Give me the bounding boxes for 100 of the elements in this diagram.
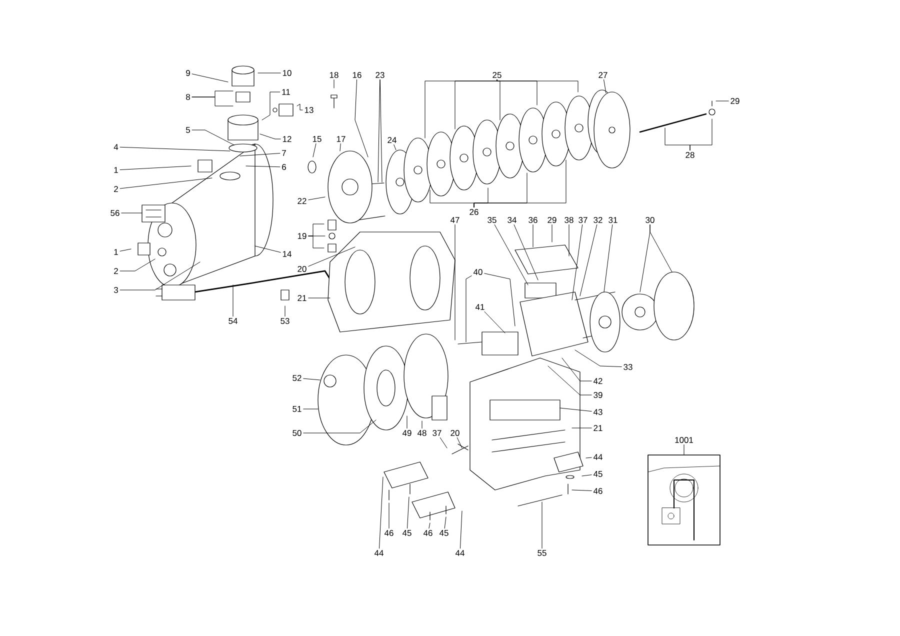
- callout-number: 50: [292, 430, 302, 436]
- leader-line: [690, 118, 712, 151]
- leader-line: [240, 153, 280, 156]
- leader-line: [474, 160, 566, 208]
- leader-line: [604, 79, 606, 94]
- callout-number: 54: [228, 318, 238, 324]
- callout-number: 5: [186, 127, 190, 133]
- leader-line: [466, 275, 472, 342]
- leader-line: [303, 408, 318, 410]
- callout-number: 43: [593, 409, 602, 415]
- callout-number: 45: [439, 530, 448, 536]
- callout-number: 52: [292, 375, 302, 381]
- callout-number: 47: [450, 217, 460, 223]
- callout-number: 38: [564, 217, 574, 223]
- leader-line: [440, 437, 448, 448]
- callout-number: 2: [114, 186, 118, 192]
- callout-number: 53: [280, 318, 290, 324]
- leader-line: [716, 100, 729, 102]
- leader-line: [254, 246, 281, 253]
- leader-line: [121, 212, 142, 214]
- leader-line: [303, 378, 320, 380]
- leader-line: [388, 502, 390, 529]
- callout-number: 3: [114, 287, 118, 293]
- leader-line: [380, 79, 382, 182]
- callout-number: 49: [402, 430, 412, 436]
- callout-number: 22: [298, 198, 306, 204]
- leader-line: [460, 510, 462, 549]
- callout-number: 44: [374, 550, 384, 556]
- callout-number: 30: [646, 217, 654, 223]
- callout-number: 4: [114, 144, 118, 150]
- callout-number: 1: [114, 167, 118, 173]
- callout-number: 17: [336, 136, 346, 142]
- leader-line: [262, 92, 280, 120]
- leader-line: [260, 134, 281, 140]
- leader-line: [232, 284, 234, 317]
- callout-number: 36: [528, 217, 538, 223]
- inset-drawing: [648, 454, 720, 546]
- leader-line: [120, 178, 212, 189]
- leader-line: [379, 476, 384, 549]
- leader-line: [312, 143, 316, 158]
- leader-line: [582, 474, 592, 476]
- callout-number: 40: [473, 269, 482, 275]
- leader-line: [454, 224, 456, 340]
- leader-line: [120, 258, 156, 272]
- callout-number: 28: [686, 152, 694, 158]
- callout-number: 2: [114, 268, 118, 274]
- leader-line: [246, 166, 280, 168]
- callout-number: 35: [488, 217, 496, 223]
- leader-line: [580, 224, 598, 296]
- leader-line: [650, 224, 672, 272]
- callout-number: 41: [475, 304, 484, 310]
- leader-line: [496, 79, 578, 92]
- leader-line: [340, 143, 341, 152]
- leader-line: [308, 246, 356, 267]
- callout-number: 9: [186, 70, 190, 76]
- leader-line: [406, 416, 408, 429]
- leader-line: [444, 516, 446, 529]
- callout-number: 16: [352, 72, 362, 78]
- leader-line: [560, 408, 592, 412]
- leader-line: [532, 224, 534, 248]
- callout-number: 6: [282, 164, 286, 170]
- callout-number: 29: [730, 98, 740, 104]
- leader-line: [308, 196, 326, 200]
- callout-number: 1001: [675, 437, 693, 443]
- callout-number: 24: [388, 137, 396, 143]
- callout-number: 1: [114, 249, 118, 255]
- leader-line: [496, 79, 500, 120]
- callout-number: 42: [593, 378, 602, 384]
- leader-line: [514, 224, 538, 280]
- leader-line: [258, 72, 281, 74]
- callout-number: 44: [455, 550, 464, 556]
- leader-line: [572, 224, 583, 300]
- leader-line: [308, 236, 324, 248]
- callout-number: 46: [384, 530, 394, 536]
- leader-line: [568, 224, 570, 256]
- leader-line: [303, 420, 376, 434]
- callout-number: 7: [282, 150, 286, 156]
- callout-number: 21: [594, 425, 602, 431]
- callout-number: 14: [282, 251, 292, 257]
- leader-line: [407, 496, 410, 529]
- callout-number: 37: [432, 430, 442, 436]
- callout-number: 33: [624, 364, 632, 370]
- callout-number: 34: [508, 217, 516, 223]
- callout-number: 56: [110, 210, 120, 216]
- callout-number: 39: [594, 392, 602, 398]
- leader-line: [120, 248, 132, 252]
- leader-line: [192, 96, 234, 106]
- callout-number: 12: [282, 136, 292, 142]
- leader-line: [456, 437, 462, 448]
- callout-number: 31: [608, 217, 618, 223]
- leader-line: [494, 224, 528, 286]
- leader-line: [394, 144, 396, 150]
- callout-number: 26: [470, 209, 478, 215]
- callout-number: 13: [304, 107, 314, 113]
- callout-number: 10: [282, 70, 292, 76]
- leader-line: [562, 358, 592, 382]
- callout-number: 23: [376, 72, 384, 78]
- leader-line: [484, 273, 516, 326]
- callout-number: 32: [594, 217, 602, 223]
- callout-number: 46: [593, 488, 602, 494]
